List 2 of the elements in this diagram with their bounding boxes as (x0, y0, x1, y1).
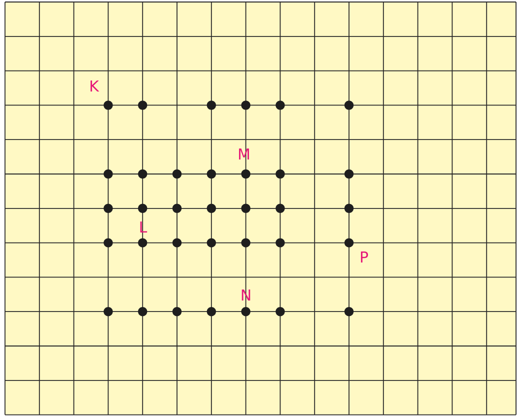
point-label: P (360, 252, 368, 262)
point-label: K (90, 80, 100, 92)
